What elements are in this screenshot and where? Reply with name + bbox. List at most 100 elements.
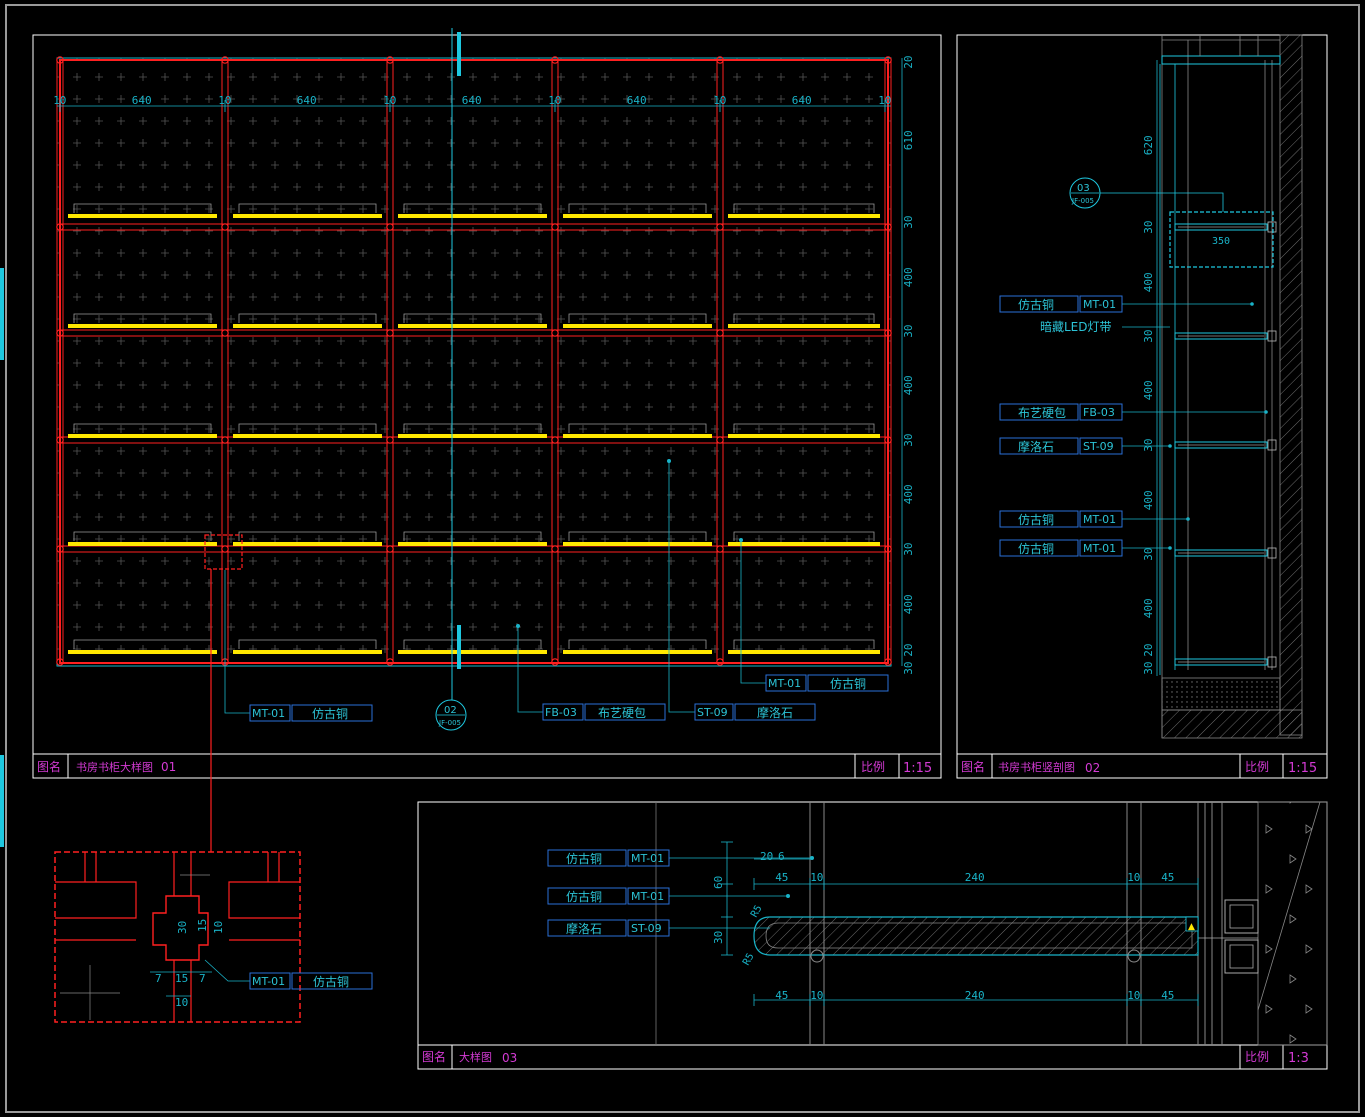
view-03-number: 03: [502, 1051, 517, 1065]
shelf-lip: [73, 313, 212, 323]
left-cyan-marker-1: [0, 268, 4, 360]
v3-bottom-dim: 45: [1161, 989, 1174, 1002]
right-dim-label: 610: [902, 130, 915, 150]
v2-leader-dot: [1250, 302, 1254, 306]
tag-code: MT-01: [252, 707, 285, 720]
section-mark-sheet: JF-005: [438, 719, 461, 727]
shelf-lip: [568, 313, 707, 323]
shelf-lip: [238, 423, 377, 433]
joint-node: [716, 436, 724, 444]
v3-top-dim: 45: [775, 871, 788, 884]
brass-shelf-strip: [728, 214, 880, 218]
tag-text: 仿古铜: [313, 974, 349, 989]
v3-bottom-dim: 45: [775, 989, 788, 1002]
cabinet-grid: [56, 56, 892, 666]
view-02-section: 图名 书房书柜竖剖图 02 比例 1:15 620304003040030400…: [956, 34, 1328, 779]
shelf-lip: [238, 531, 377, 541]
dim-15-vertical: 15: [196, 919, 209, 932]
shelf-lip: [403, 531, 542, 541]
brass-shelf-strip: [233, 650, 382, 654]
joint-node: [884, 56, 892, 64]
joint-node: [386, 436, 394, 444]
v2-shelf: [1174, 223, 1268, 231]
joint-node: [56, 56, 64, 64]
right-dim-label: 30: [902, 543, 915, 556]
v2-dim-label: 620: [1142, 135, 1155, 155]
led-note: 暗藏LED灯带: [1040, 319, 1112, 334]
joint-node: [386, 329, 394, 337]
tag-code: MT-01: [768, 677, 801, 690]
v2-leader-dot: [1264, 410, 1268, 414]
joint-node: [221, 436, 229, 444]
view-03-title: 大样图: [459, 1050, 492, 1064]
joint-node: [884, 658, 892, 666]
joint-detail: 30 15 10 7 15 7 10 MT-01 仿古铜: [54, 851, 373, 1023]
view-03-label: 图名: [422, 1049, 446, 1064]
dim-top-6: 6: [778, 850, 785, 863]
joint-node: [56, 658, 64, 666]
brass-shelf-strip: [728, 324, 880, 328]
view-01-frame: [32, 34, 942, 779]
dim-vertical-30: 30: [712, 931, 725, 944]
dim-10-vertical: 10: [212, 921, 225, 934]
joint-node: [56, 545, 64, 553]
dim-7-left: 7: [155, 972, 162, 985]
v2-tag-text: 仿古铜: [1018, 541, 1054, 556]
v2-dim-label: 30: [1142, 662, 1155, 675]
v3-tag-text: 摩洛石: [566, 921, 602, 936]
detail-mark-03: 03 JF-005: [1069, 177, 1101, 209]
joint-node: [56, 436, 64, 444]
v2-tag-code: FB-03: [1083, 406, 1115, 419]
shelf-lip: [73, 423, 212, 433]
v3-tag-text-box: [547, 887, 627, 905]
brass-shelf-strip: [233, 324, 382, 328]
shelf-lip: [733, 423, 875, 433]
top-dim-label: 640: [792, 94, 812, 107]
v2-dim-label: 30: [1142, 439, 1155, 452]
v2-tag-text-box: [999, 403, 1079, 421]
shelf-lip: [238, 313, 377, 323]
view-01-title: 书房书柜大样图: [76, 760, 153, 774]
left-cyan-marker-2: [0, 755, 4, 847]
v3-tag-text: 仿古铜: [566, 851, 602, 866]
brass-shelf-strip: [728, 542, 880, 546]
v3-bottom-dim: 240: [965, 989, 985, 1002]
tag-code: FB-03: [545, 706, 577, 719]
dim-15: 15: [175, 972, 188, 985]
view-01-scale: 1:15: [903, 761, 932, 776]
brass-shelf-strip: [233, 542, 382, 546]
joint-node: [551, 56, 559, 64]
v3-tag-code-box: [627, 849, 670, 867]
shelf-depth: 350: [1212, 236, 1230, 247]
v3-tag-text-box: [547, 919, 627, 937]
joint-node: [221, 223, 229, 231]
v2-bracket: [1267, 439, 1277, 451]
brass-shelf-strip: [563, 650, 712, 654]
brass-shelf-strip: [563, 214, 712, 218]
detail-mark-number: 03: [1077, 183, 1090, 194]
brass-shelf-strip: [233, 434, 382, 438]
brass-shelf-strip: [563, 324, 712, 328]
joint-node: [386, 56, 394, 64]
v3-tag-code-box: [627, 887, 670, 905]
v3-bottom-dim: 10: [810, 989, 823, 1002]
v2-bracket: [1267, 656, 1277, 668]
v3-tag-code: ST-09: [631, 922, 662, 935]
tag-text: 仿古铜: [312, 706, 348, 721]
v3-top-dim: 10: [1127, 871, 1140, 884]
v2-dim-label: 400: [1142, 490, 1155, 510]
v2-tag-text-box: [999, 437, 1079, 455]
right-dim-label: 400: [902, 594, 915, 614]
right-dim-label: 30: [902, 434, 915, 447]
joint-node: [56, 223, 64, 231]
right-dim-label: 30: [902, 216, 915, 229]
v2-dim-label: 30: [1142, 330, 1155, 343]
detail-mark-sheet: JF-005: [1071, 197, 1094, 205]
joint-node: [884, 329, 892, 337]
v2-shelf: [1174, 441, 1268, 449]
